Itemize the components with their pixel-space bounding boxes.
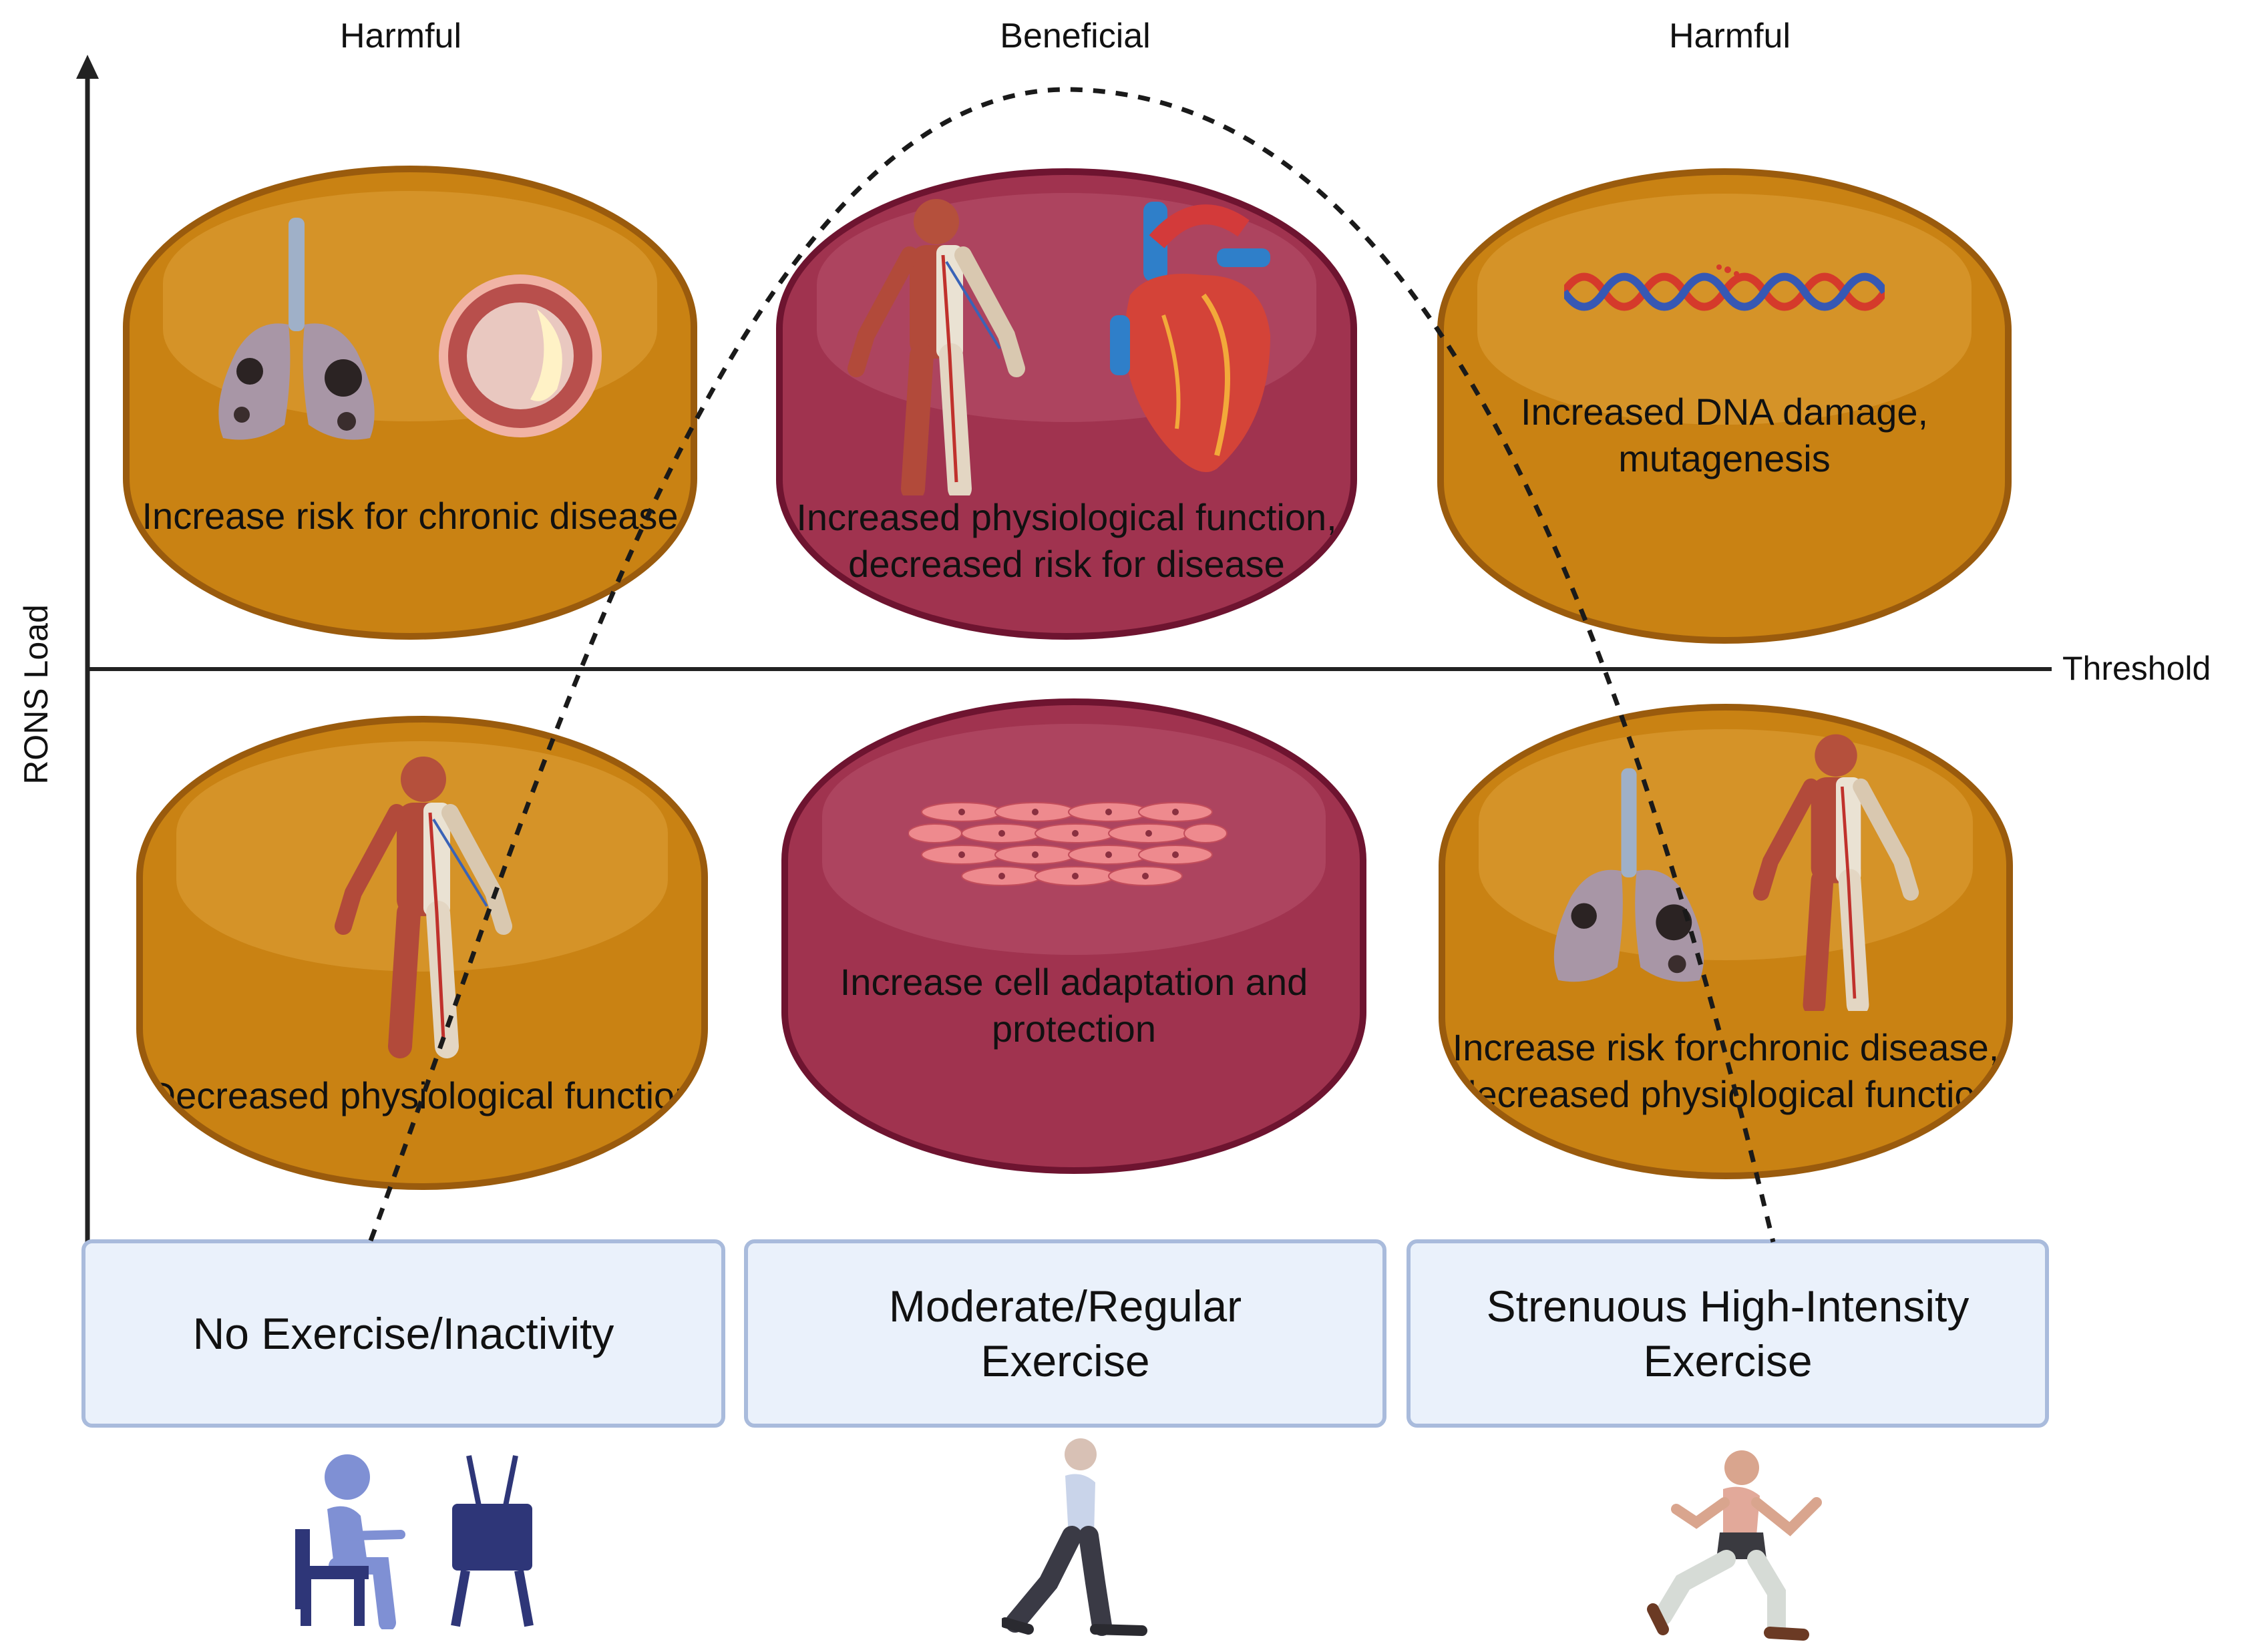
artery-plaque-icon bbox=[439, 274, 602, 437]
y-axis-label: RONS Load bbox=[17, 604, 55, 785]
level-no-exercise: No Exercise/Inactivity bbox=[81, 1239, 725, 1428]
panel-dna-damage: Increased DNA damage, mutagenesis bbox=[1437, 168, 2012, 644]
sitting-person-icon bbox=[295, 1454, 405, 1629]
y-axis-arrowhead bbox=[76, 55, 99, 79]
panel-chronic-disease-decreased-function: Increase risk for chronic disease, decre… bbox=[1439, 704, 2013, 1179]
walking-person-icon bbox=[1002, 1438, 1147, 1636]
television-icon bbox=[451, 1455, 534, 1627]
panel-cell-adaptation: Increase cell adaptation and protection bbox=[781, 698, 1366, 1174]
level-label: Strenuous High-Intensity Exercise bbox=[1486, 1281, 1970, 1386]
panel-text: Increase cell adaptation and protection bbox=[839, 961, 1308, 1050]
human-anatomy-icon bbox=[848, 199, 1025, 495]
panel-text: Increase risk for chronic disease bbox=[142, 495, 679, 537]
level-moderate-exercise: Moderate/Regular Exercise bbox=[744, 1239, 1386, 1428]
header-beneficial: Beneficial bbox=[1000, 17, 1151, 55]
running-person-icon bbox=[1647, 1450, 1822, 1641]
threshold-label: Threshold bbox=[2062, 650, 2211, 687]
panel-decreased-function: Decreased physiological function bbox=[136, 716, 708, 1190]
muscle-cells-icon bbox=[908, 802, 1228, 886]
panel-text: Increased physiological function, decrea… bbox=[796, 496, 1337, 585]
panel-text: Decreased physiological function bbox=[148, 1074, 696, 1116]
level-label: No Exercise/Inactivity bbox=[192, 1309, 614, 1358]
human-anatomy-icon bbox=[1752, 734, 1919, 1011]
lungs-icon bbox=[1553, 768, 1704, 982]
level-strenuous-exercise: Strenuous High-Intensity Exercise bbox=[1407, 1239, 2049, 1428]
dna-icon bbox=[1564, 264, 1885, 311]
panel-text: Increase risk for chronic disease, decre… bbox=[1452, 1026, 2000, 1115]
panel-text: Increased DNA damage, mutagenesis bbox=[1520, 391, 1929, 479]
header-harmful-left: Harmful bbox=[339, 17, 462, 55]
panel-chronic-disease-risk: Increase risk for chronic disease bbox=[123, 166, 697, 640]
header-harmful-right: Harmful bbox=[1668, 17, 1791, 55]
human-anatomy-icon bbox=[335, 757, 512, 1058]
heart-icon bbox=[1110, 202, 1270, 472]
panel-increased-function: Increased physiological function, decrea… bbox=[776, 168, 1357, 640]
lungs-icon bbox=[218, 218, 375, 440]
level-label: Moderate/Regular Exercise bbox=[888, 1281, 1242, 1386]
